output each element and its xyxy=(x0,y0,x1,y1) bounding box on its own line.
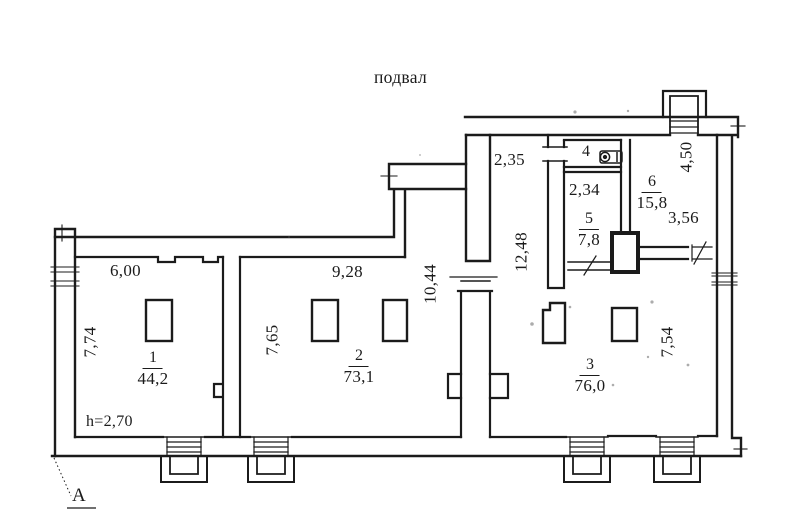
pillar xyxy=(541,301,567,345)
plan-title: подвал xyxy=(374,67,428,87)
scan-noise xyxy=(287,109,690,387)
ceiling-height-note: h=2,70 xyxy=(86,413,133,430)
room6-number: 6 xyxy=(641,173,662,193)
room6-label: 6 15,8 xyxy=(636,173,668,212)
room3-area: 76,0 xyxy=(574,375,606,395)
room3-number: 3 xyxy=(579,356,600,376)
dim-room2-depth: 7,65 xyxy=(262,324,282,356)
room5-label: 5 7,8 xyxy=(577,210,601,249)
pillar xyxy=(610,306,639,343)
section-leader xyxy=(53,457,96,509)
room5-number: 5 xyxy=(579,210,599,230)
outer-walls xyxy=(50,115,743,458)
top-window-well xyxy=(661,89,708,136)
room6-area: 15,8 xyxy=(636,192,668,212)
section-marker: А xyxy=(72,485,87,506)
pillar xyxy=(381,298,409,343)
dim-room1-depth: 7,74 xyxy=(80,326,100,358)
dim-room5-width: 2,34 xyxy=(569,180,600,199)
pillar xyxy=(144,298,174,343)
room4-number: 4 xyxy=(582,143,591,160)
room2-number: 2 xyxy=(348,347,369,367)
dim-corridor-length: 12,48 xyxy=(511,232,531,272)
room5-area: 7,8 xyxy=(577,229,601,249)
dim-room2-width: 9,28 xyxy=(332,262,363,281)
dim-jog-wall: 10,44 xyxy=(420,264,440,304)
washbasin-icon xyxy=(599,150,623,164)
dim-room6-depth: 4,50 xyxy=(676,141,696,173)
dim-room1-width: 6,00 xyxy=(110,261,141,280)
inner-walls xyxy=(73,133,719,439)
dim-corridor-width: 2,35 xyxy=(494,150,525,169)
room1-area: 44,2 xyxy=(137,368,169,388)
door-openings xyxy=(449,146,713,282)
dim-room6-width: 3,56 xyxy=(668,208,699,227)
room1-label: 1 44,2 xyxy=(137,349,169,388)
pillars xyxy=(144,298,639,345)
room2-label: 2 73,1 xyxy=(343,347,375,386)
room3-label: 3 76,0 xyxy=(574,356,606,395)
room1-number: 1 xyxy=(142,349,163,369)
pillar xyxy=(310,298,340,343)
window-wells xyxy=(160,436,701,483)
opening-marks xyxy=(50,125,748,450)
duct-shaft xyxy=(610,231,640,274)
room2-area: 73,1 xyxy=(343,366,375,386)
dim-room3-depth: 7,54 xyxy=(657,326,677,358)
